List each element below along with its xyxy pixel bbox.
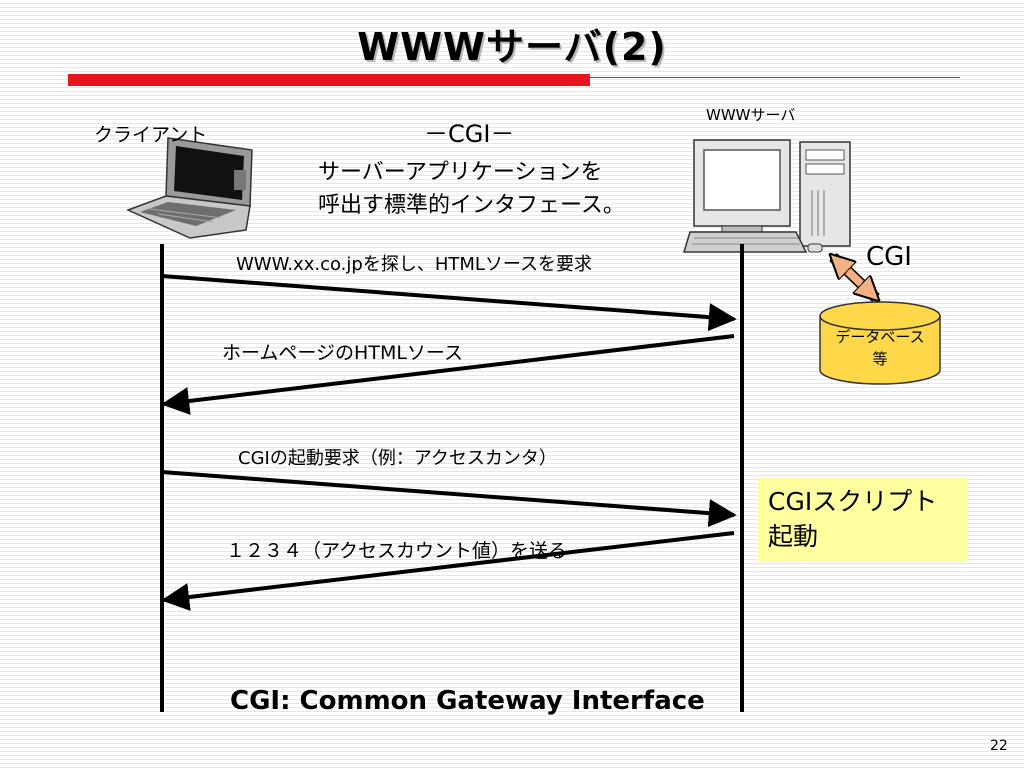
message-label-2: ホームページのHTMLソース (222, 342, 463, 364)
cgi-script-line-2: 起動 (768, 522, 819, 551)
server-label: WWWサーバ (706, 106, 796, 124)
message-label-4: １２３４（アクセスカウント値）を送る (226, 540, 568, 562)
page-number: 22 (990, 738, 1008, 754)
database-label-line-2: 等 (872, 350, 888, 368)
database-label-line-1: データベース (835, 328, 925, 346)
message-arrow-3 (161, 470, 737, 528)
cgi-link-label: CGI (866, 242, 912, 272)
database-cylinder-icon (819, 301, 941, 385)
message-label-1: WWW.xx.co.jpを探し、HTMLソースを要求 (236, 254, 593, 275)
title-underline-line (590, 77, 960, 78)
slide-title: WWWサーバ(2) (357, 25, 667, 69)
footer-definition: CGI: Common Gateway Interface (230, 686, 705, 716)
message-arrow-4 (161, 531, 735, 611)
cgi-description: サーバーアプリケーションを 呼出す標準的インタフェース。 (318, 156, 625, 222)
cgi-description-line-2: 呼出す標準的インタフェース。 (318, 193, 625, 218)
cgi-script-line-1: CGIスクリプト (768, 487, 938, 516)
client-label: クライアント (94, 124, 208, 146)
cgi-heading: －CGI－ (424, 120, 515, 148)
cgi-description-line-1: サーバーアプリケーションを (318, 160, 603, 185)
message-arrow-2 (161, 334, 735, 415)
desktop-computer-icon (682, 139, 851, 253)
message-label-3: CGIの起動要求（例：アクセスカンタ） (238, 448, 557, 469)
title-underline-bar (68, 74, 590, 86)
message-arrow-1 (161, 274, 737, 332)
cgi-script-box: CGIスクリプト 起動 (758, 478, 968, 562)
laptop-icon (126, 137, 253, 239)
database-label: データベース 等 (820, 326, 940, 370)
